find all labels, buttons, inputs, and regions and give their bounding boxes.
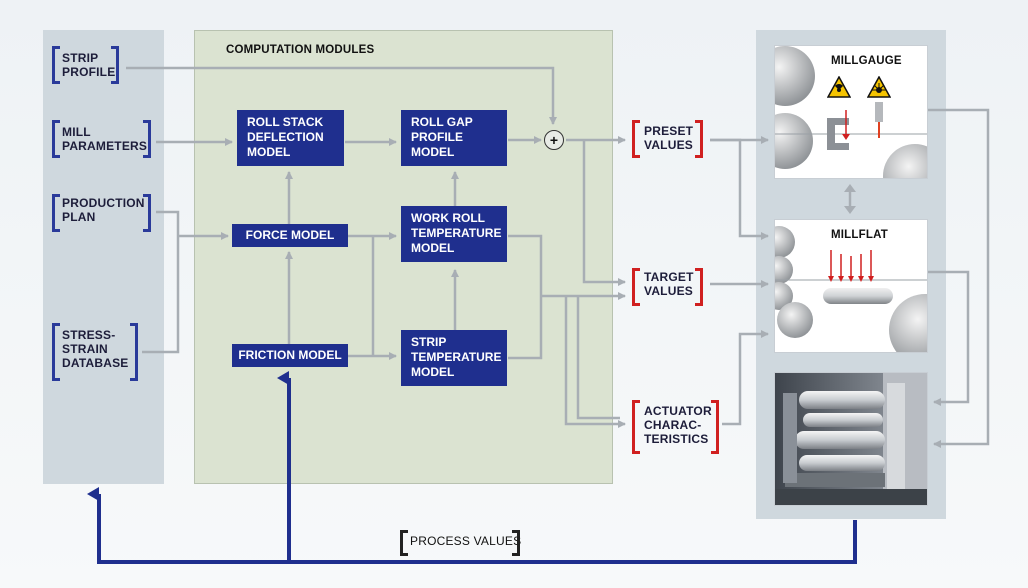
millflat-label: MILLFLAT xyxy=(831,229,888,241)
rolling-mill-illustration xyxy=(775,373,927,505)
computation-modules-title: COMPUTATION MODULES xyxy=(226,44,375,56)
millgauge-label: MILLGAUGE xyxy=(831,55,902,67)
production-plan-label: PRODUCTION PLAN xyxy=(62,196,145,224)
target-values-label: TARGET VALUES xyxy=(644,270,694,298)
radiation-warning-icon xyxy=(827,76,851,98)
input-panel xyxy=(43,30,164,484)
laser-warning-icon xyxy=(867,76,891,98)
millgauge-tile: MILLGAUGE xyxy=(774,45,928,179)
friction-model: FRICTION MODEL xyxy=(232,344,348,367)
millflat-tile: MILLFLAT xyxy=(774,219,928,353)
actuator-characteristics-label: ACTUATOR CHARAC- TERISTICS xyxy=(644,404,712,446)
mill-parameters-label: MILL PARAMETERS xyxy=(62,125,148,153)
roll-gap-profile-model: ROLL GAP PROFILE MODEL xyxy=(401,110,507,166)
rolling-mill-tile xyxy=(774,372,928,506)
summation-node: + xyxy=(544,130,564,150)
work-roll-temperature-model: WORK ROLL TEMPERATURE MODEL xyxy=(401,206,507,262)
millgauge-illustration xyxy=(775,46,927,178)
preset-values-label: PRESET VALUES xyxy=(644,124,694,152)
stress-strain-label: STRESS- STRAIN DATABASE xyxy=(62,328,129,370)
summation-symbol: + xyxy=(549,132,559,148)
process-values-label: PROCESS VALUES xyxy=(410,534,522,548)
roll-stack-deflection-model: ROLL STACK DEFLECTION MODEL xyxy=(237,110,344,166)
strip-temperature-model: STRIP TEMPERATURE MODEL xyxy=(401,330,507,386)
strip-profile-label: STRIP PROFILE xyxy=(62,51,116,79)
force-model: FORCE MODEL xyxy=(232,224,348,247)
millflat-illustration xyxy=(775,226,927,352)
